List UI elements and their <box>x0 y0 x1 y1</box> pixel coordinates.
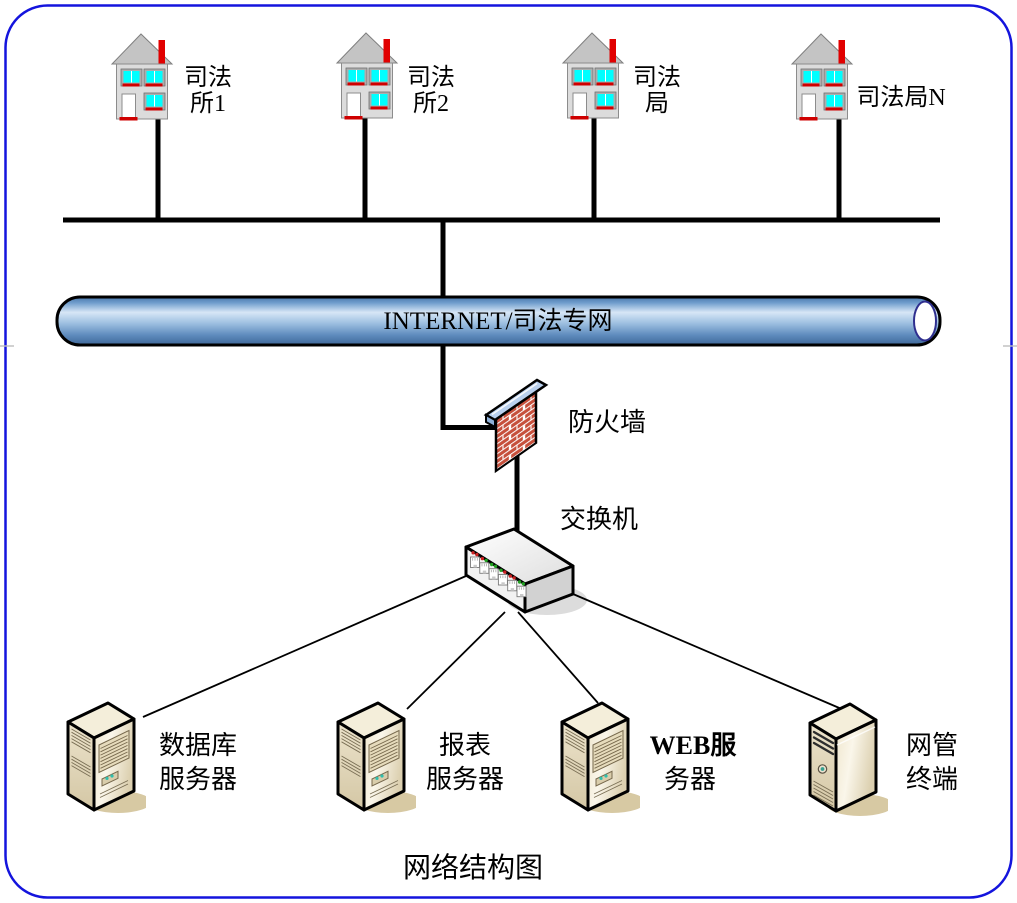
switch-label: 交换机 <box>560 505 638 534</box>
internet-backbone: INTERNET/司法专网 <box>55 295 942 347</box>
server-label-line1: WEB服 <box>650 731 738 760</box>
workstation-icon-management <box>808 702 888 817</box>
switch-ports <box>470 551 527 598</box>
switch-icon <box>464 527 587 615</box>
server-label-line1: 网管 <box>906 731 958 760</box>
firewall-label: 防火墙 <box>568 408 646 437</box>
building-label-line2: 所1 <box>190 90 226 117</box>
pipe-opening <box>913 300 937 342</box>
building-icon-judicial-office-1 <box>111 33 173 121</box>
building-label-line1: 司法局N <box>856 84 945 111</box>
server-icon-database <box>66 701 146 815</box>
building-labels: 司法 所1 司法 所2 司法 局 司法局N <box>184 64 946 117</box>
server-label-line1: 数据库 <box>159 731 237 760</box>
server-labels: 数据库 服务器 报表 服务器 WEB服 务器 网管 终端 <box>159 731 958 794</box>
connection-line <box>142 575 852 718</box>
building-label-line1: 司法 <box>633 64 681 91</box>
building-icon-judicial-bureau <box>562 32 624 120</box>
building-label-line2: 局 <box>645 91 669 117</box>
bus-line <box>63 118 940 299</box>
server-label-line2: 终端 <box>906 765 958 794</box>
server-label-line2: 服务器 <box>426 765 504 794</box>
server-icon-report <box>336 701 416 815</box>
server-label-line2: 务器 <box>664 765 716 794</box>
building-label-line1: 司法 <box>407 64 455 91</box>
firewall-icon <box>483 378 549 474</box>
server-label-line1: 报表 <box>439 731 491 760</box>
backbone-pipe <box>55 295 942 347</box>
building-icon-judicial-office-2 <box>336 32 398 120</box>
server-icon-web <box>560 701 640 815</box>
server-label-line2: 服务器 <box>159 765 237 794</box>
building-icon-judicial-bureau-n <box>791 33 853 121</box>
page-border <box>4 4 1013 899</box>
diagram-title: 网络结构图 <box>403 852 543 884</box>
building-label-line1: 司法 <box>184 64 232 91</box>
backbone-label: INTERNET/司法专网 <box>383 307 612 335</box>
building-label-line2: 所2 <box>413 90 449 117</box>
